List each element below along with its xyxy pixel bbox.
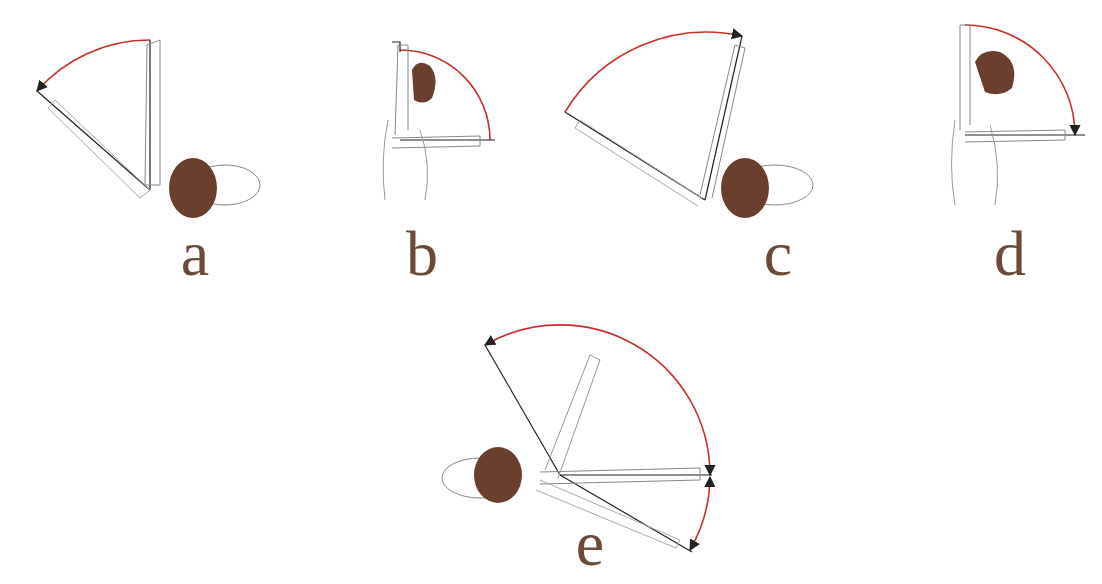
figure-a bbox=[37, 40, 260, 218]
limit-line bbox=[560, 474, 712, 475]
motion-arc bbox=[37, 40, 150, 91]
motion-arc bbox=[565, 32, 742, 112]
motion-arc bbox=[690, 477, 710, 550]
motion-arc bbox=[485, 325, 710, 475]
head bbox=[975, 51, 1014, 94]
figure-d bbox=[952, 25, 1086, 205]
arm-outline bbox=[965, 130, 1065, 142]
arm-outline bbox=[536, 480, 680, 548]
motion-arc bbox=[400, 50, 490, 140]
arm-outline bbox=[392, 136, 480, 148]
motion-arc bbox=[965, 25, 1075, 135]
limit-line bbox=[965, 134, 1085, 135]
head bbox=[169, 158, 217, 218]
figure-letter: d bbox=[994, 222, 1026, 286]
figure-letter: e bbox=[576, 512, 604, 576]
limit-line bbox=[149, 40, 150, 190]
figure-b bbox=[383, 42, 495, 200]
arm-outline bbox=[48, 100, 150, 198]
arm-outline bbox=[575, 120, 702, 206]
arm-outline bbox=[540, 468, 700, 484]
figure-letter: b bbox=[406, 222, 438, 286]
limit-line bbox=[37, 91, 150, 190]
torso-outline bbox=[952, 120, 998, 205]
torso-outline bbox=[383, 120, 428, 200]
head bbox=[412, 63, 436, 103]
arm-outline bbox=[145, 40, 160, 185]
figure-letter: c bbox=[764, 222, 792, 286]
arm-outline bbox=[960, 25, 970, 130]
figure-c bbox=[565, 32, 813, 218]
figure-letter: a bbox=[181, 222, 209, 286]
head bbox=[474, 447, 522, 503]
arc-end-mark bbox=[392, 42, 400, 52]
head bbox=[721, 158, 769, 218]
arm-outline bbox=[545, 355, 600, 478]
arm-outline bbox=[395, 45, 408, 135]
limit-line bbox=[400, 139, 495, 140]
